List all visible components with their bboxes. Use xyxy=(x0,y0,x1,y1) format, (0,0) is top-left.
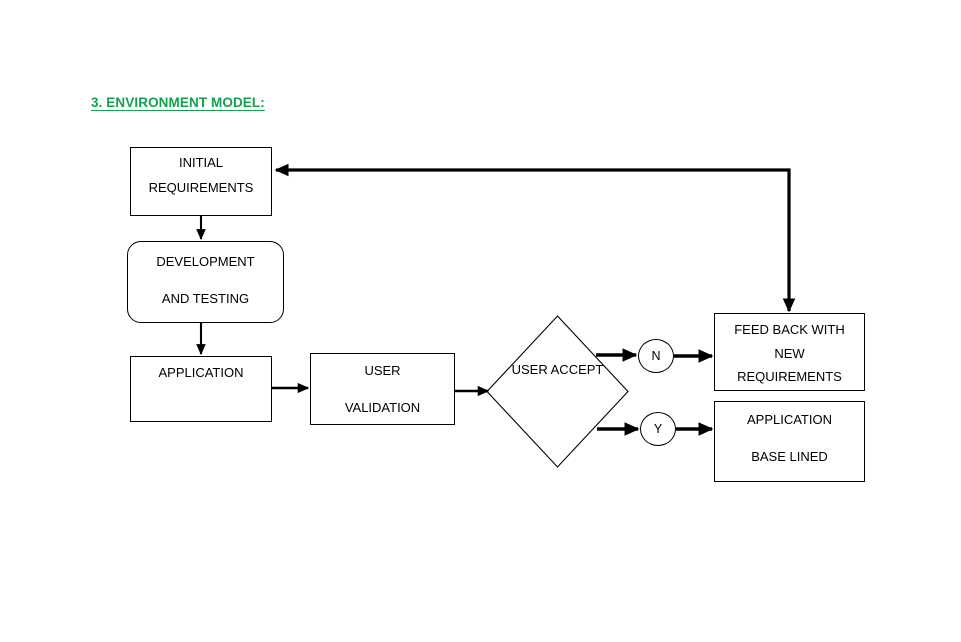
node-user-accept-decision[interactable]: USER ACCEPT xyxy=(486,315,629,468)
node-development-and-testing[interactable]: DEVELOPMENT AND TESTING xyxy=(127,241,284,323)
node-feedback-with-new-requirements[interactable]: FEED BACK WITH NEW REQUIREMENTS xyxy=(714,313,865,391)
node-user-accept-label: USER ACCEPT xyxy=(486,363,629,377)
branch-bubble-label: Y xyxy=(653,422,663,436)
node-label-line: FEED BACK WITH xyxy=(734,322,845,337)
page-title: 3. ENVIRONMENT MODEL: xyxy=(91,95,265,110)
node-label-line: APPLICATION xyxy=(158,365,244,380)
node-label-line: APPLICATION xyxy=(746,412,832,427)
node-label-line: AND TESTING xyxy=(161,290,250,306)
branch-bubble-yes[interactable]: Y xyxy=(640,412,676,446)
node-label-line: ACCEPT xyxy=(550,362,604,377)
node-application-base-lined[interactable]: APPLICATION BASE LINED xyxy=(714,401,865,482)
node-application[interactable]: APPLICATION xyxy=(130,356,272,422)
node-label-line: USER xyxy=(511,362,548,377)
node-label-line: REQUIREMENTS xyxy=(148,179,254,195)
node-label-line: NEW xyxy=(774,345,805,361)
node-label-line: DEVELOPMENT xyxy=(156,254,255,269)
node-label-line: BASE LINED xyxy=(751,448,828,464)
node-initial-requirements[interactable]: INITIAL REQUIREMENTS xyxy=(130,147,272,216)
node-label-line: USER xyxy=(364,363,401,378)
node-label-line: REQUIREMENTS xyxy=(737,369,842,385)
node-user-validation[interactable]: USER VALIDATION xyxy=(310,353,455,425)
node-label-line: INITIAL xyxy=(178,155,224,170)
user-accept-diamond-outline xyxy=(486,315,629,468)
branch-bubble-no[interactable]: N xyxy=(638,339,674,373)
branch-bubble-label: N xyxy=(651,349,661,363)
node-label-line: VALIDATION xyxy=(344,399,421,415)
edge-feedback-to-initial xyxy=(274,163,796,313)
